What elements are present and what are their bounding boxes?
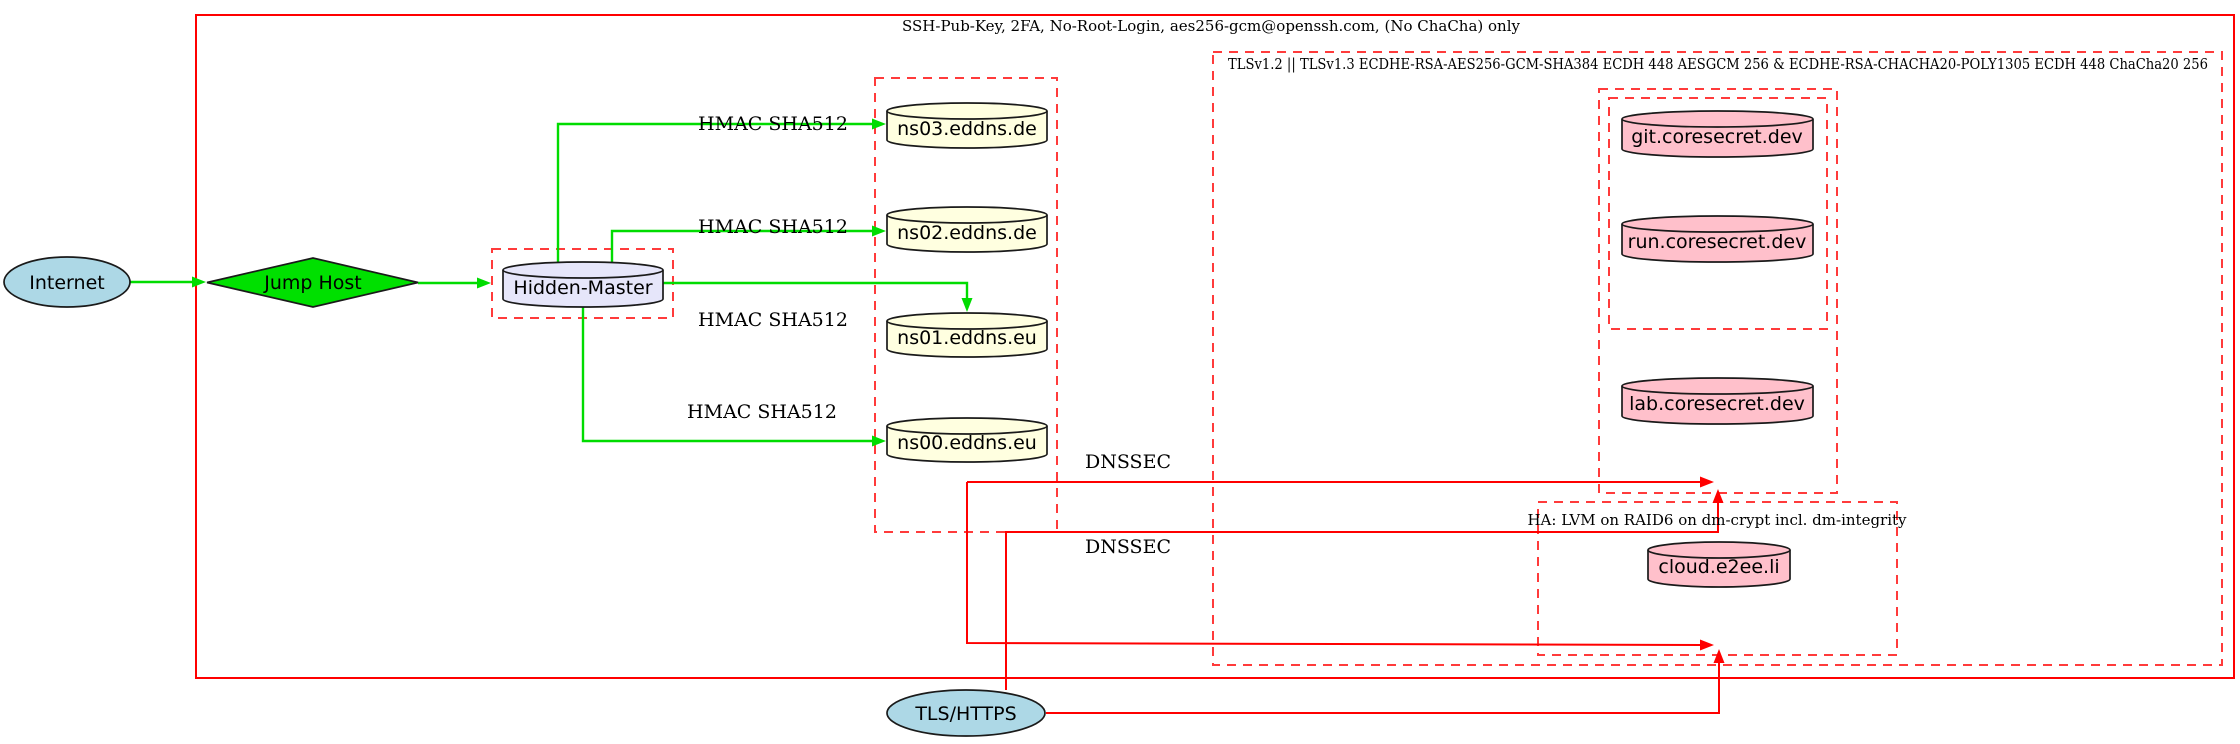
node-ns02-lid [886, 214, 1048, 224]
node-ns01 [886, 312, 1048, 358]
node-run-body [1621, 215, 1814, 263]
node-lab-lid [1621, 385, 1814, 395]
node-tls-https [886, 689, 1046, 737]
node-lab-label: lab.coresecret.dev [1629, 393, 1805, 415]
cluster-tls-label: TLSv1.2 || TLSv1.3 ECDHE-RSA-AES256-GCM-… [1228, 55, 2208, 73]
node-ns01-body [886, 312, 1048, 358]
edge-label-hmac-ns03: HMAC SHA512 [698, 113, 848, 135]
node-cloud-lid [1647, 549, 1791, 559]
edge-label-hmac-ns02: HMAC SHA512 [698, 216, 848, 238]
node-ns03-lid [886, 110, 1048, 120]
edge-ns01-arrowhead [961, 298, 973, 312]
node-lab-body [1621, 377, 1814, 425]
node-jump-host-label: Jump Host [263, 272, 362, 294]
edge-hiddenmaster-ns03 [556, 122, 873, 262]
node-run-lid [1621, 223, 1814, 233]
node-ns02 [886, 206, 1048, 253]
node-ns01-lid [886, 320, 1048, 330]
edge-jumphost-hiddenmaster-arrowhead [477, 277, 491, 289]
edge-label-hmac-ns01: HMAC SHA512 [698, 309, 848, 331]
node-git-label: git.coresecret.dev [1631, 126, 1803, 148]
edge-hiddenmaster-ns01 [663, 281, 969, 299]
node-internet [3, 256, 131, 308]
edge-tls-to-gitrun [1005, 501, 1719, 690]
edge-dnssec-top-arrowhead [1700, 476, 1714, 488]
node-ns00-body [886, 417, 1048, 463]
edge-ns03-arrowhead [872, 118, 886, 130]
node-tls-https-label: TLS/HTTPS [914, 703, 1016, 725]
edge-tls-to-ha [1046, 661, 1720, 714]
green-edges [130, 122, 969, 443]
edge-label-dnssec-bottom: DNSSEC [1085, 536, 1171, 558]
edge-ns00-arrowhead [872, 435, 886, 447]
node-git [1621, 110, 1814, 158]
node-hidden-master [502, 261, 664, 308]
node-hidden-master-body [502, 261, 664, 308]
edge-tls-to-gitrun-arrowhead [1712, 489, 1724, 503]
node-ns02-label: ns02.eddns.de [897, 222, 1037, 244]
node-cloud-label: cloud.e2ee.li [1658, 556, 1779, 578]
green-arrowheads [192, 118, 973, 447]
node-git-body [1621, 110, 1814, 158]
edge-dnssec-bottom [966, 482, 1702, 646]
cluster-ssh-border [195, 14, 2235, 679]
edge-hiddenmaster-ns00 [581, 307, 873, 443]
node-lab [1621, 377, 1814, 425]
node-ns03-body [886, 102, 1048, 149]
node-ns03-label: ns03.eddns.de [897, 118, 1037, 140]
node-ns02-body [886, 206, 1048, 253]
node-internet-label: Internet [29, 272, 104, 294]
node-jump-host [206, 257, 419, 308]
red-arrowheads [1700, 476, 1725, 663]
cluster-ssh-label: SSH-Pub-Key, 2FA, No-Root-Login, aes256-… [902, 17, 1521, 35]
cluster-ha-label: HA: LVM on RAID6 on dm-crypt incl. dm-in… [1527, 511, 1907, 529]
edge-tls-to-ha-arrowhead [1713, 649, 1725, 663]
node-ns00-label: ns00.eddns.eu [897, 432, 1037, 454]
edge-internet-jumphost-arrowhead [192, 276, 206, 288]
edge-label-hmac-ns00: HMAC SHA512 [687, 401, 837, 423]
edge-label-dnssec-top: DNSSEC [1085, 451, 1171, 473]
node-hidden-master-lid [502, 269, 664, 279]
node-run [1621, 215, 1814, 263]
node-cloud-body [1647, 541, 1791, 588]
red-edges [966, 481, 1720, 714]
node-ns03 [886, 102, 1048, 149]
edge-hiddenmaster-ns02 [610, 229, 873, 262]
node-cloud [1647, 541, 1791, 588]
node-ns00 [886, 417, 1048, 463]
node-run-label: run.coresecret.dev [1628, 231, 1807, 253]
cluster-tls-border [1212, 51, 2223, 666]
node-ns01-label: ns01.eddns.eu [897, 327, 1037, 349]
node-hidden-master-label: Hidden-Master [513, 277, 652, 299]
node-git-lid [1621, 118, 1814, 128]
edge-ns02-arrowhead [872, 225, 886, 237]
edge-dnssec-bottom-arrowhead [1700, 639, 1714, 651]
node-ns00-lid [886, 425, 1048, 435]
